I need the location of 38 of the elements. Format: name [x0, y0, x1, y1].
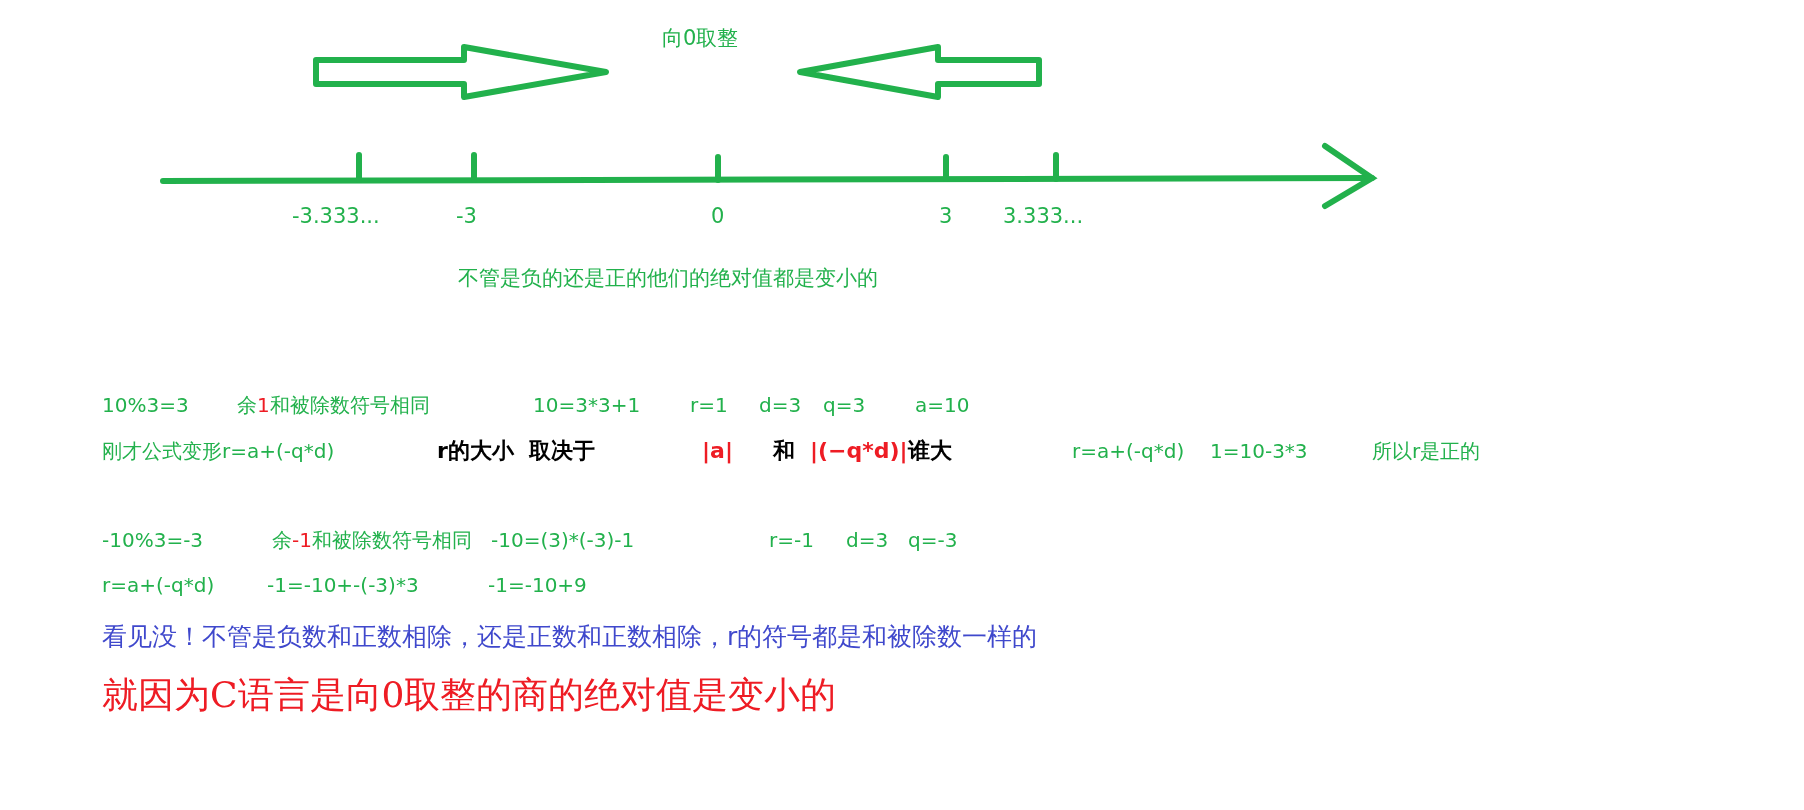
formula-text: q=-3	[908, 528, 958, 552]
emphasis-text: 谁大	[907, 438, 952, 465]
note-text: 余	[272, 528, 292, 552]
note-text: 余	[237, 393, 257, 417]
emphasis-text: |(−q*d)|	[810, 438, 908, 465]
note-text: 不管是负的还是正的他们的绝对值都是变小的	[458, 265, 878, 291]
formula-text: -10=(3)*(-3)-1	[491, 528, 635, 552]
formula-text: 1=10-3*3	[1210, 439, 1308, 463]
formula-text: r=-1	[769, 528, 814, 552]
heading-text: 向0取整	[662, 25, 739, 51]
formula-text: 刚才公式变形r=a+(-q*d)	[102, 439, 335, 463]
formula-text: d=3	[846, 528, 889, 552]
formula-text: r=a+(-q*d)	[102, 573, 215, 597]
formula-text: a=10	[915, 393, 970, 417]
formula-text: 10=3*3+1	[533, 393, 641, 417]
note-text: 所以r是正的	[1372, 439, 1481, 463]
emphasis-text: r的大小 取决于	[437, 438, 596, 465]
tick-label: 3	[939, 203, 953, 229]
tick-label: 0	[711, 203, 725, 229]
formula-text: -1=-10+9	[488, 573, 587, 597]
formula-text: q=3	[823, 393, 866, 417]
formula-text: -1=-10+-(-3)*3	[267, 573, 419, 597]
formula-text: 10%3=3	[102, 393, 189, 417]
note-text: 和被除数符号相同	[311, 528, 472, 552]
tick-label: -3.333...	[292, 203, 380, 229]
emphasis-text: |a|	[702, 438, 733, 465]
formula-text: d=3	[759, 393, 802, 417]
conclusion-text: 看见没！不管是负数和正数相除，还是正数和正数相除，r的符号都是和被除数一样的	[102, 622, 1038, 652]
formula-text: r=1	[690, 393, 728, 417]
tick-label: -3	[456, 203, 477, 229]
emphasis-text: 和	[773, 438, 795, 465]
highlighted-digit: -1	[292, 528, 312, 552]
highlighted-digit: 1	[257, 393, 270, 417]
formula-text: r=a+(-q*d)	[1072, 439, 1185, 463]
tick-label: 3.333...	[1003, 203, 1084, 229]
note-text: 和被除数符号相同	[269, 393, 430, 417]
formula-text: -10%3=-3	[102, 528, 204, 552]
conclusion-text: 就因为C语言是向0取整的商的绝对值是变小的	[102, 672, 837, 716]
